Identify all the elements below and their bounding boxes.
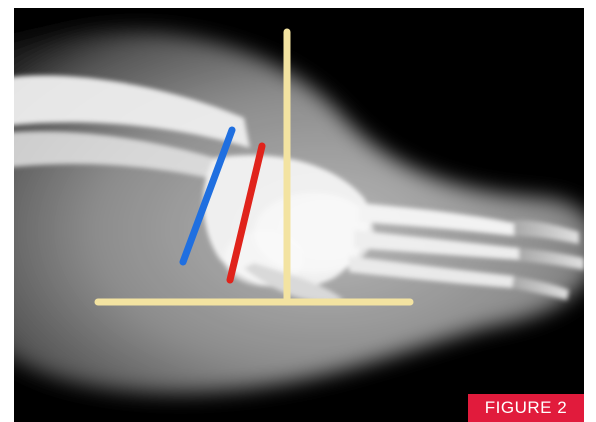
xray-image (14, 8, 584, 422)
figure-label-text: FIGURE 2 (485, 398, 567, 418)
figure-label-badge: FIGURE 2 (468, 394, 584, 422)
xray-svg (14, 8, 584, 422)
